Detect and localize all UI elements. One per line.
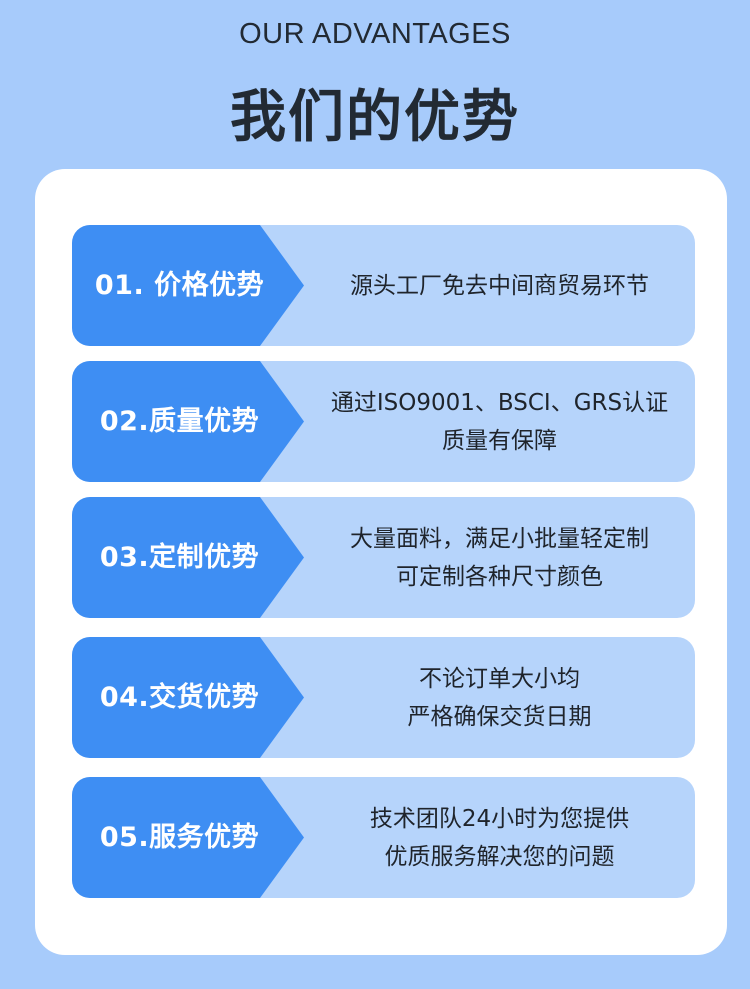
advantage-tab [72, 225, 304, 346]
advantage-card-customization: 03.定制优势 大量面料，满足小批量轻定制 可定制各种尺寸颜色 [72, 497, 695, 618]
page-header: OUR ADVANTAGES 我们的优势 [0, 0, 750, 170]
advantage-description-line: 不论订单大小均 [419, 665, 580, 692]
advantage-card-service: 05.服务优势 技术团队24小时为您提供 优质服务解决您的问题 [72, 777, 695, 898]
advantage-label: 05.服务优势 [99, 822, 260, 853]
advantage-card-price: 01. 价格优势 源头工厂免去中间商贸易环节 [72, 225, 695, 346]
advantage-description-line: 大量面料，满足小批量轻定制 [350, 525, 649, 552]
advantage-description: 不论订单大小均 严格确保交货日期 [304, 637, 695, 758]
advantage-label: 04.交货优势 [99, 682, 260, 713]
advantage-description-line: 通过ISO9001、BSCI、GRS认证 [330, 389, 669, 416]
page-title: 我们的优势 [230, 85, 520, 150]
advantage-label: 02.质量优势 [99, 406, 260, 437]
advantage-tab [72, 637, 304, 758]
advantage-card-quality: 02.质量优势 通过ISO9001、BSCI、GRS认证 质量有保障 [72, 361, 695, 482]
advantage-label: 01. 价格优势 [94, 270, 265, 301]
advantage-tab [72, 497, 304, 618]
advantage-description-line: 可定制各种尺寸颜色 [396, 563, 603, 590]
advantage-tab [72, 361, 304, 482]
advantage-description-line: 严格确保交货日期 [407, 703, 592, 730]
advantage-tab [72, 777, 304, 898]
advantage-label: 03.定制优势 [99, 542, 260, 573]
advantage-card-delivery: 04.交货优势 不论订单大小均 严格确保交货日期 [72, 637, 695, 758]
page-subtitle: OUR ADVANTAGES [239, 18, 511, 50]
advantage-description-line: 质量有保障 [442, 427, 557, 454]
advantage-description: 大量面料，满足小批量轻定制 可定制各种尺寸颜色 [304, 497, 695, 618]
advantage-description-line: 源头工厂免去中间商贸易环节 [350, 272, 649, 299]
advantage-description-line: 优质服务解决您的问题 [384, 843, 615, 870]
advantages-panel: 01. 价格优势 源头工厂免去中间商贸易环节 02.质量优势 通过ISO9001… [35, 169, 727, 955]
advantage-description: 通过ISO9001、BSCI、GRS认证 质量有保障 [304, 361, 695, 482]
advantage-description: 源头工厂免去中间商贸易环节 [304, 225, 695, 346]
advantage-description-line: 技术团队24小时为您提供 [369, 805, 630, 832]
advantage-description: 技术团队24小时为您提供 优质服务解决您的问题 [304, 777, 695, 898]
